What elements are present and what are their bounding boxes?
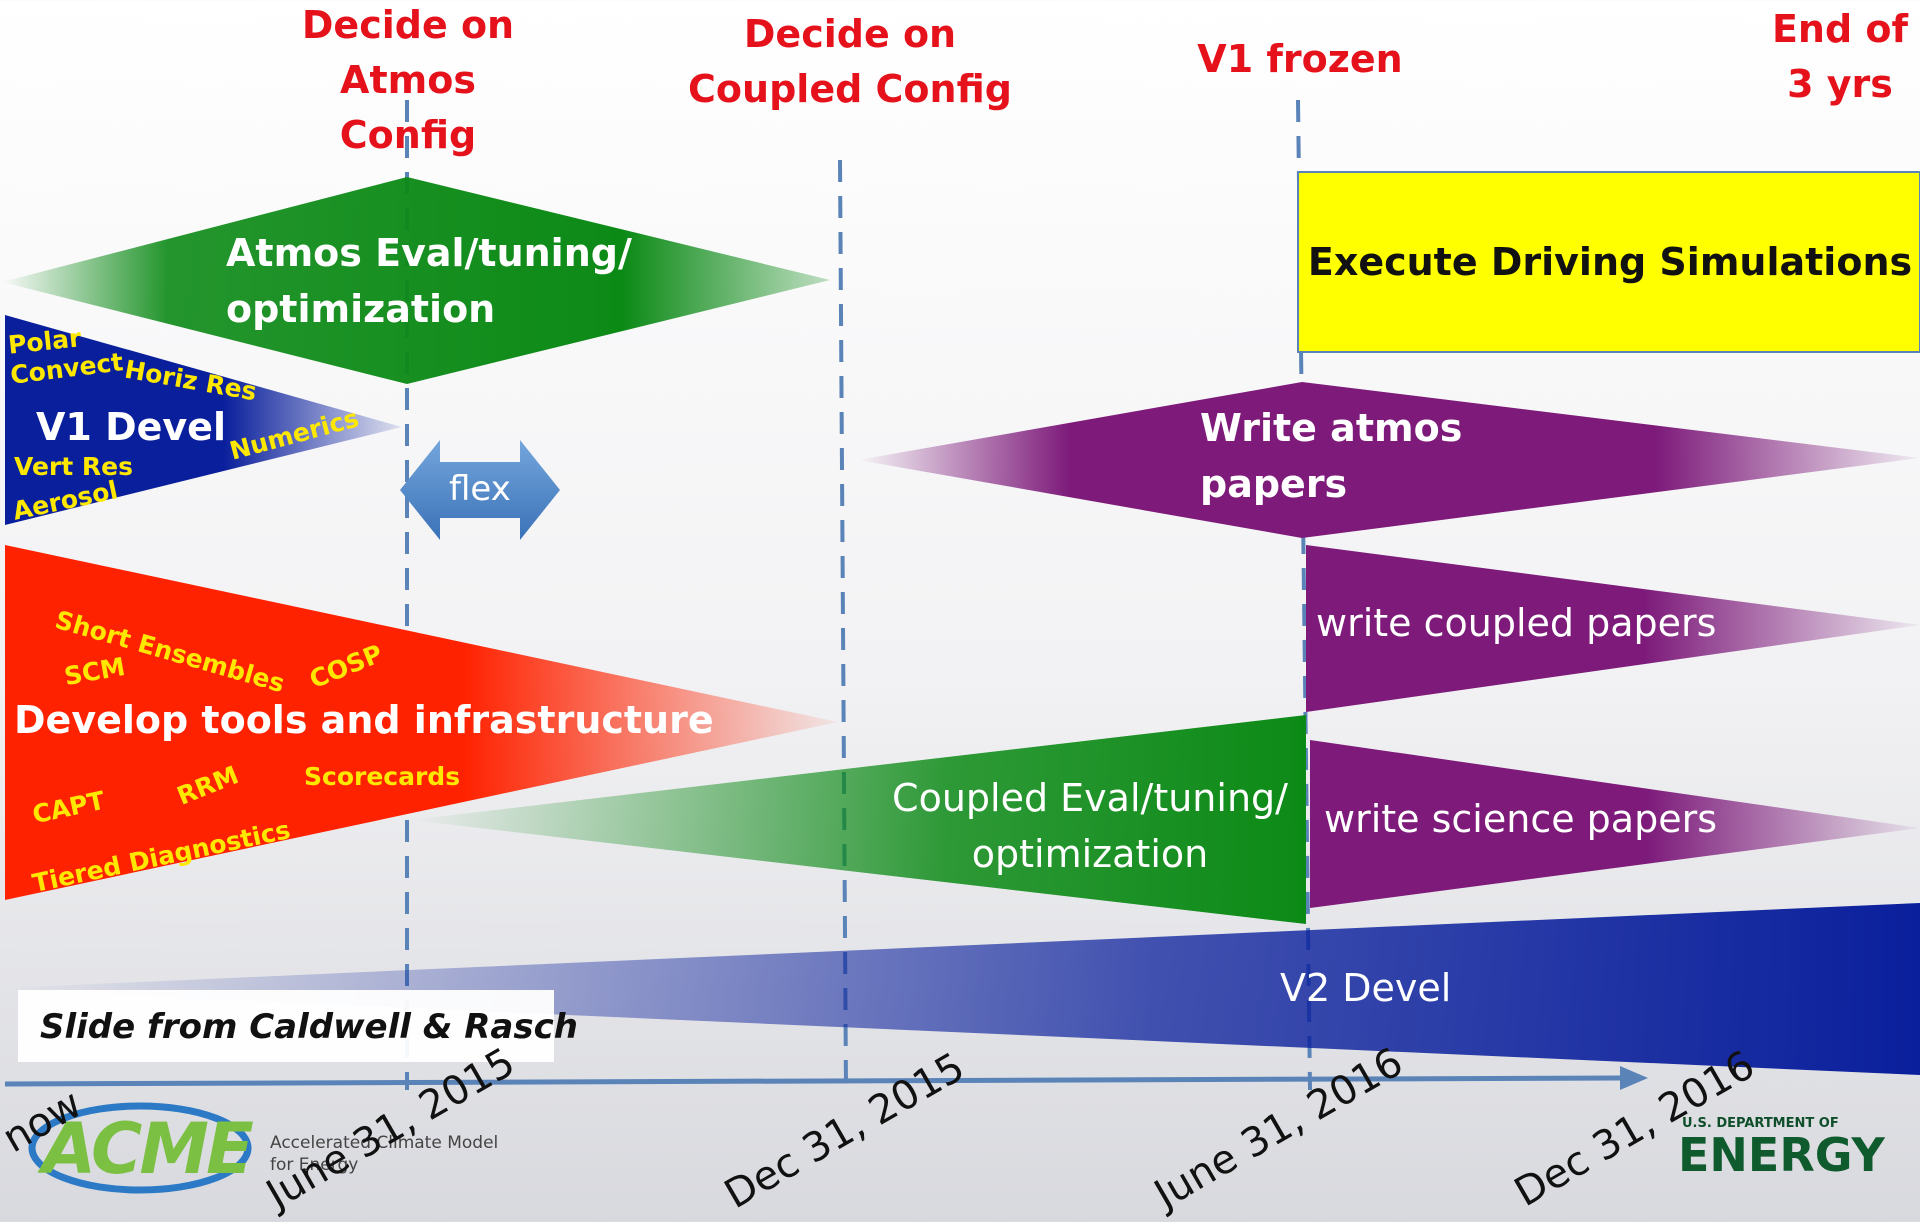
milestone-atmos-label: Decide on Atmos Config [301,3,515,157]
flex-arrow [400,440,560,540]
coupled-eval-label: Coupled Eval/tuning/ optimization [892,776,1288,876]
atmos-eval-label: Atmos Eval/tuning/ optimization [226,231,632,331]
acme-logo [28,1102,252,1194]
execute-simulations-box [1297,171,1920,353]
v1-devel-label: V1 Devel [36,405,226,449]
acme-logo-text: ACME [42,1108,254,1190]
milestone-coupled-label: Decide on Coupled Config [688,12,1012,111]
milestone-line-coupled [838,159,848,1091]
v2-devel-bar [5,903,1920,1075]
acme-logo-subtitle: Accelerated Climate Model for Energy [270,1133,499,1175]
v1-devel-bar [5,315,402,525]
milestone-end-label: End of 3 yrs [1771,7,1909,106]
develop-tools-label: Develop tools and infrastructure [14,698,714,742]
write-atmos-label: Write atmos papers [1200,406,1463,506]
write-science-label: write science papers [1324,797,1718,841]
write-coupled-label: write coupled papers [1316,601,1717,645]
atmos-eval-bar [2,177,830,384]
v2-devel-label: V2 Devel [1280,966,1452,1010]
doe-logo-top: U.S. DEPARTMENT OF [1682,1116,1839,1131]
write-atmos-bar [858,382,1920,538]
coupled-eval-bar [410,715,1306,924]
milestone-v1-label: V1 frozen [1197,37,1403,81]
credit-label: Slide from Caldwell & Rasch [40,1007,578,1047]
flex-label: flex [449,469,511,509]
execute-simulations-label: Execute Driving Simulations [1307,240,1913,284]
topic-scorecards: Scorecards [304,762,461,791]
write-science-bar [1310,740,1920,908]
time-axis [4,1066,1648,1090]
write-coupled-bar [1306,545,1920,712]
doe-logo-main: ENERGY [1678,1128,1885,1182]
credit-box [18,990,554,1062]
topic-vert-res: Vert Res [14,452,134,481]
develop-tools-bar [5,545,838,900]
